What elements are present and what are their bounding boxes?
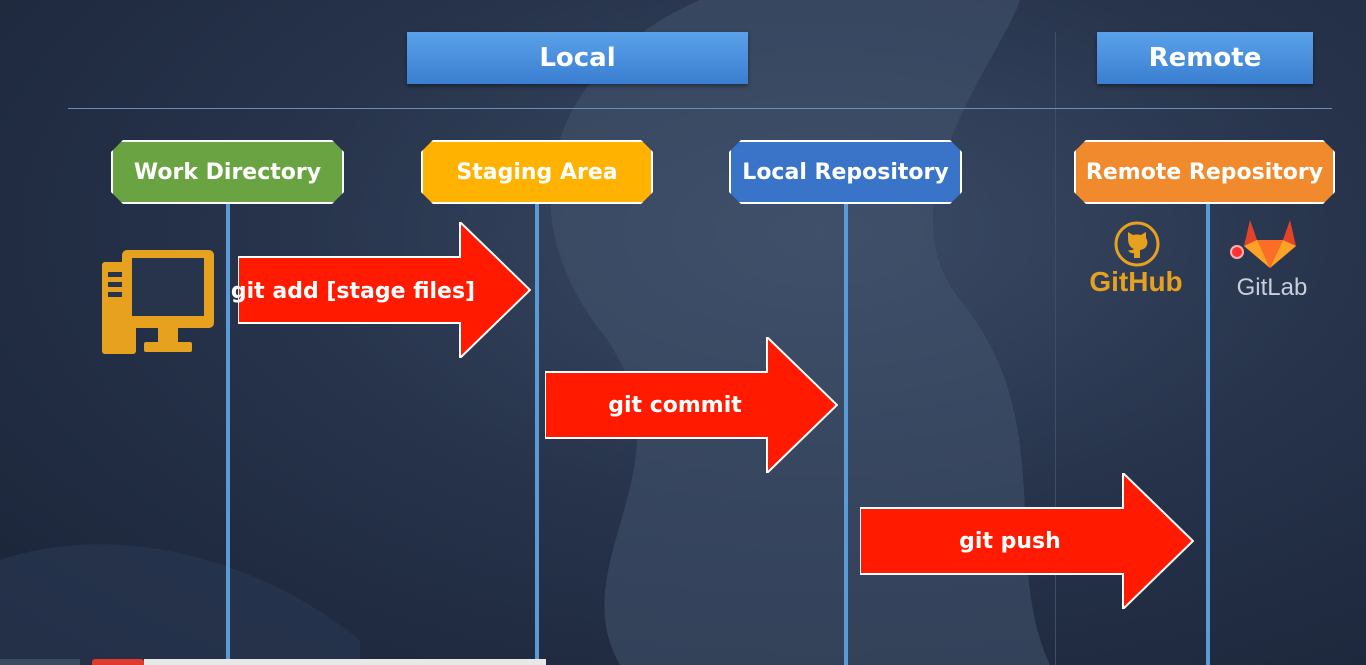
local-header-label: Local [539,43,616,73]
git-add-label: git add [stage files] [230,278,476,304]
remote-repository-lane [1206,204,1210,665]
git-push-label: git push [959,528,1061,554]
remote-header: Remote [1097,32,1313,84]
work-directory-lane [226,204,230,665]
gitlab-red-dot [1230,245,1244,259]
work-directory-text: Work Directory [133,159,322,185]
remote-repository-text: Remote Repository [1085,159,1324,185]
gitlab-wordmark: GitLab [1236,274,1308,301]
local-repository-label: Local Repository [729,140,962,204]
github-octocat-icon [1114,221,1160,267]
local-repository-lane [844,204,848,665]
local-header: Local [407,32,748,84]
local-remote-separator [1055,32,1056,665]
remote-header-label: Remote [1148,43,1262,73]
staging-area-text: Staging Area [456,159,618,185]
staging-area-lane [535,204,539,665]
gitlab-fox-icon [1244,220,1296,268]
bottom-bar-light [144,659,546,665]
git-commit-arrow [545,337,838,473]
github-wordmark: GitHub [1089,266,1183,297]
bottom-bar-dark [0,659,80,665]
remote-repository-label: Remote Repository [1074,140,1335,204]
git-push-arrow [860,473,1194,609]
computer-icon [102,250,214,354]
staging-area-label: Staging Area [421,140,653,204]
local-repository-text: Local Repository [742,159,949,185]
git-add-arrow [238,222,531,358]
header-divider [68,108,1332,109]
git-commit-label: git commit [608,392,742,418]
work-directory-label: Work Directory [111,140,344,204]
bottom-bar-red [92,659,144,665]
